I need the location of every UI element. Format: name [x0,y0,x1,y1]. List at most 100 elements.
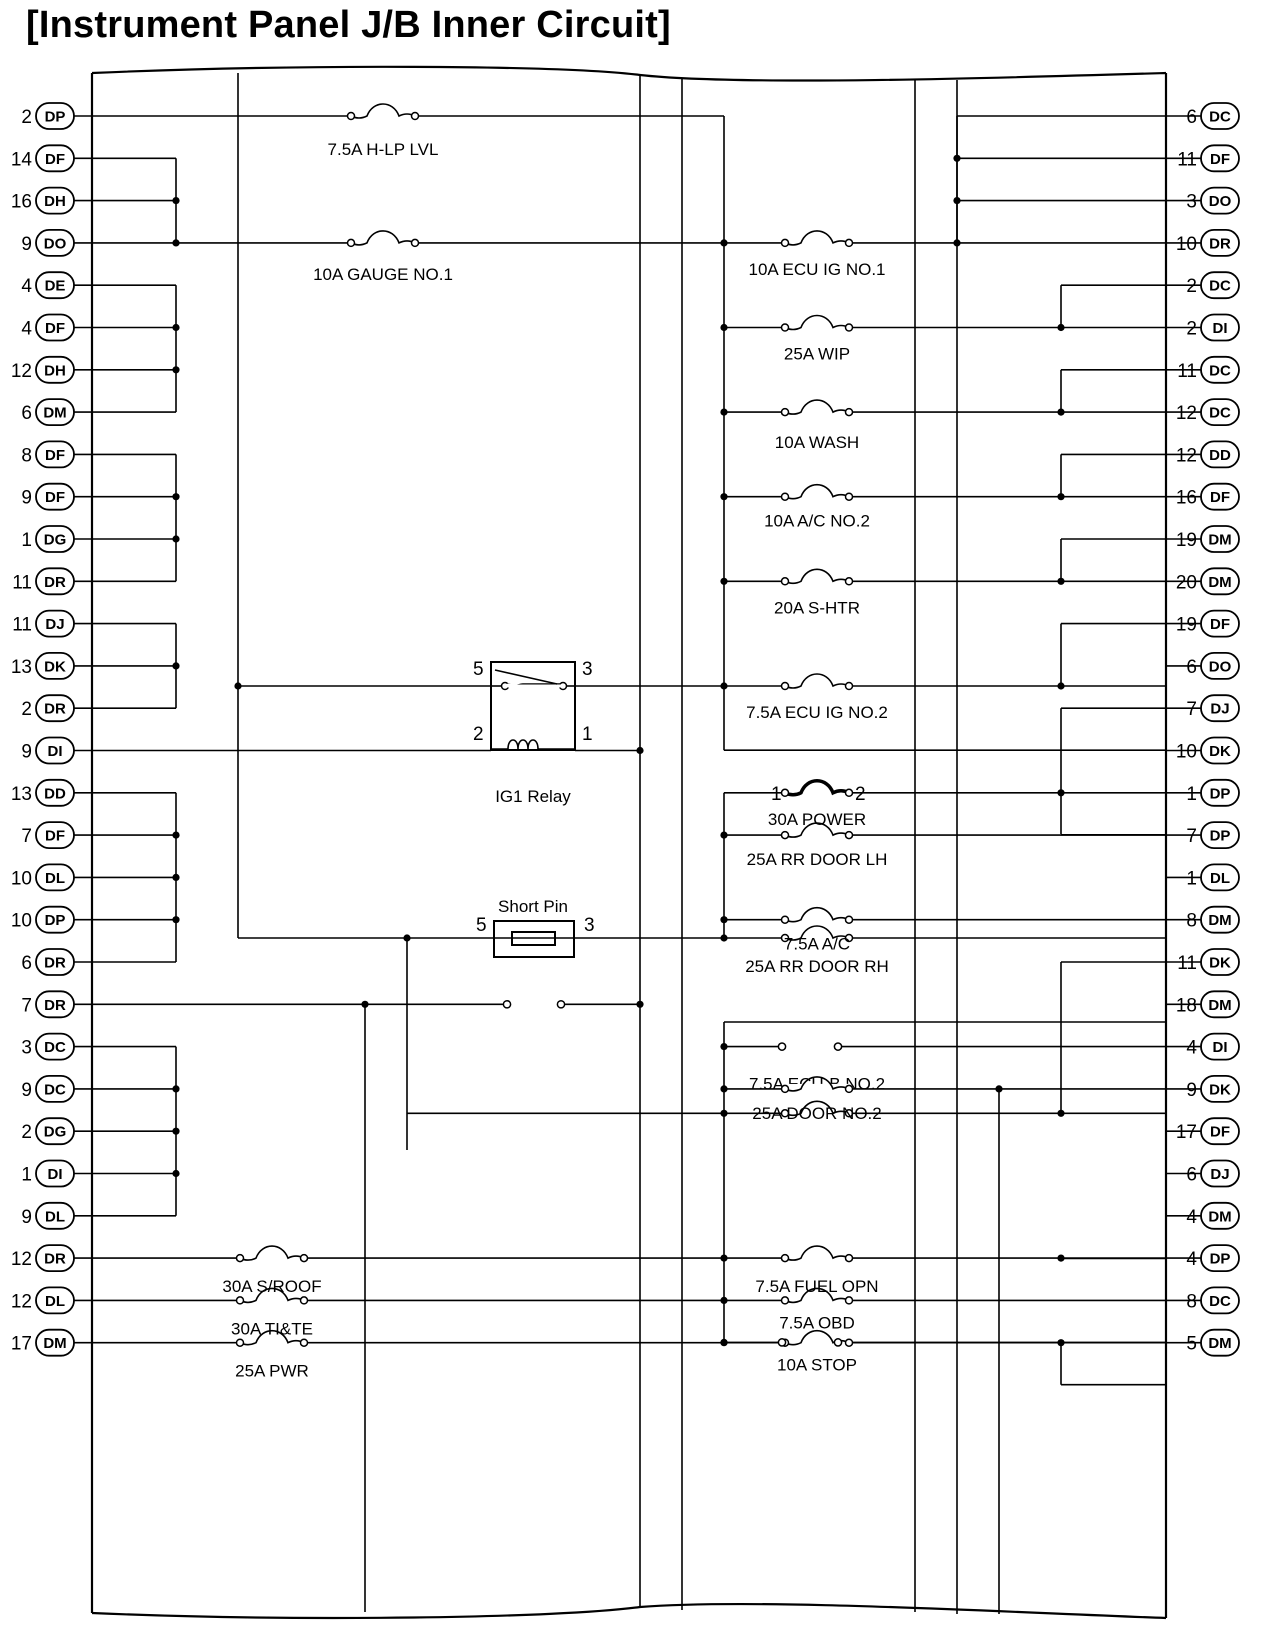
junction-dot [1057,789,1065,797]
fuse-icon [784,314,850,331]
pin-number: 2 [21,1122,32,1143]
pin-number: 19 [1176,530,1197,551]
wiring [74,73,1201,1614]
connector-oval [35,398,75,427]
junction-dot [172,873,180,882]
connector-code: DF [45,489,65,506]
connector-oval [1200,948,1240,976]
pin-number: 19 [1176,615,1197,636]
pin-number: 11 [1177,361,1197,382]
pin-number: 2 [1186,276,1197,297]
right-connector-terminal: DF 19 [1176,609,1240,638]
connector-oval [1200,821,1240,849]
connector-code: DH [44,193,66,210]
open-terminal [777,1338,787,1347]
fuse-label: 30A POWER [768,810,866,829]
pin-number: 6 [1186,1165,1197,1186]
left-connector-terminal: DL9 [21,1201,75,1230]
fuse-label: 7.5A FUEL OPN [755,1277,878,1296]
junction-dot [172,366,180,374]
connector-oval [35,1201,75,1230]
connector-code: DK [1209,955,1231,972]
connector-code: DM [43,405,66,422]
fuse-label: 20A S-HTR [774,598,860,617]
fuse-label: 10A STOP [777,1356,857,1375]
connector-oval [35,609,75,638]
fuse-label: 25A PWR [235,1362,309,1381]
connector-oval [35,525,75,553]
connector-code: DC [1209,405,1231,422]
pin-number: 11 [12,615,32,636]
right-connector-terminal: DP7 [1186,821,1240,849]
junction-dot [720,1085,728,1093]
connector-oval [35,948,75,976]
connector-code: DD [44,785,66,802]
pin-number: 16 [11,192,32,213]
junction-dot [172,1169,180,1178]
pin-number: 11 [1177,953,1197,974]
left-connector-terminal: DI9 [21,736,75,765]
fuse: 25A PWR [235,1329,309,1381]
pin-number: 12 [1176,445,1197,466]
fuse-terminal [780,323,790,332]
junction-dot [720,1254,728,1262]
fuse-terminal [235,1296,245,1305]
junction-dot [172,239,180,247]
connector-code: DI [48,743,63,760]
pin-number: 11 [12,572,32,593]
left-connector-terminal: DG1 [21,525,75,553]
right-connector-terminal: DI4 [1186,1032,1240,1061]
connector-oval [1200,1328,1240,1357]
fuse-terminal [780,238,790,248]
pin-number: 10 [1176,234,1197,255]
pin-number: 4 [21,319,32,340]
junction-dot [172,1127,180,1135]
fuse-terminal [780,1084,790,1094]
junction-dot [234,682,242,690]
junction-block-frame [90,65,1168,1620]
connector-code: DC [44,1039,66,1056]
connector-code: DF [1210,616,1230,633]
pin-number: 7 [21,995,32,1016]
right-connector-terminal: DK 11 [1177,948,1240,976]
pin-number: 10 [11,868,32,889]
fuse-label: 7.5A OBD [779,1313,855,1332]
relay-pin-3: 3 [582,659,593,680]
connector-oval [35,736,75,765]
connector-code: DM [1208,912,1231,929]
fuse-terminal [844,1338,854,1347]
fuse: 10A A/C NO.2 [764,483,870,531]
connector-code: DP [45,109,66,126]
connector-code: DM [43,1335,66,1352]
fuse: 25A DOOR NO.2 [752,1076,882,1123]
fuse-label: 10A ECU IG NO.1 [749,260,886,279]
connector-oval [1200,694,1240,723]
fuse-label: 10A WASH [775,433,859,452]
fuse-label: 25A RR DOOR LH [747,850,888,869]
fusible-link-icon [784,779,850,797]
relay-pin-5: 5 [473,659,484,680]
fuse-terminal [299,1338,309,1347]
connector-oval [35,186,75,215]
fuse-label: 25A WIP [784,345,850,364]
connector-oval [35,1244,75,1272]
fuse: 7.5A FUEL OPN [755,1245,879,1296]
connector-code: DP [45,912,66,929]
connector-oval [35,144,75,173]
fuse-label: 10A A/C NO.2 [764,512,870,531]
left-connector-terminal: DR7 [21,990,75,1019]
fuse-icon [784,399,850,415]
connector-oval [35,694,75,723]
connector-oval [35,567,75,596]
pin-number: 5 [1186,1334,1197,1355]
connector-oval [35,102,75,130]
junction-dot [172,831,180,839]
fuse: 25A RR DOOR LH [747,822,888,869]
pin-number: 12 [11,361,32,382]
fuse-icon [784,1076,850,1092]
